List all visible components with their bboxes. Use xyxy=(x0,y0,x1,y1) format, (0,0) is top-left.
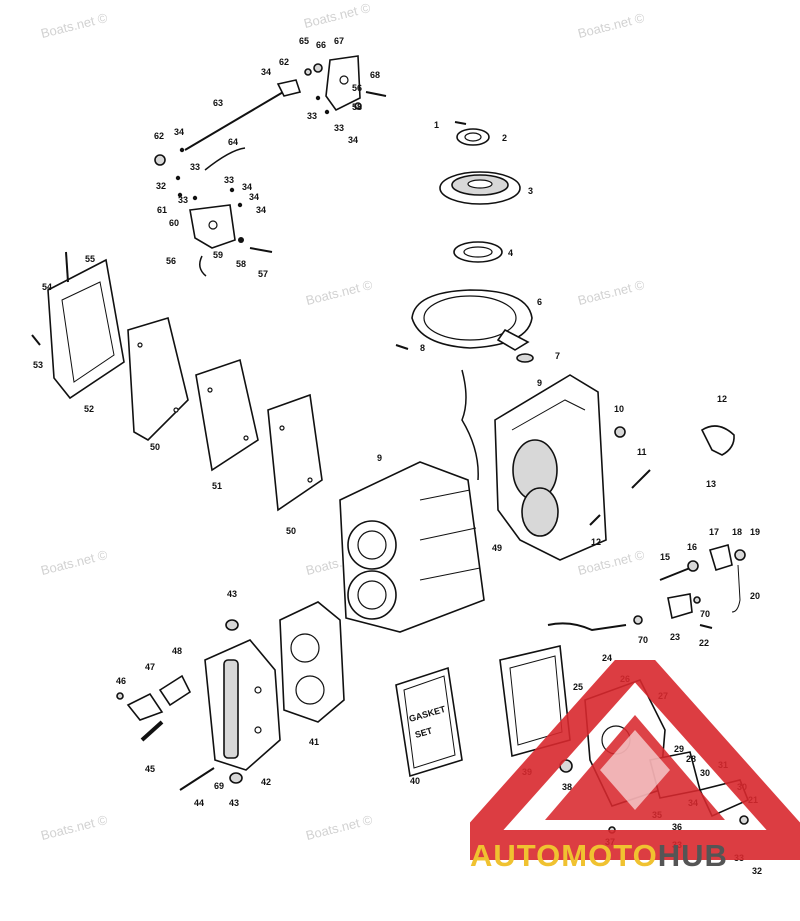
label-33: 33 xyxy=(178,195,188,205)
label-12: 12 xyxy=(591,537,601,547)
label-50: 50 xyxy=(286,526,296,536)
label-32: 32 xyxy=(752,866,762,876)
label-6: 6 xyxy=(537,297,542,307)
part-labels: 65 66 67 62 34 68 56 58 63 33 33 34 1 2 … xyxy=(33,36,762,876)
label-52: 52 xyxy=(84,404,94,414)
label-53: 53 xyxy=(33,360,43,370)
label-34: 34 xyxy=(249,192,259,202)
label-12: 12 xyxy=(717,394,727,404)
label-40: 40 xyxy=(410,776,420,786)
box-text-line2: SET xyxy=(414,725,434,740)
label-46: 46 xyxy=(116,676,126,686)
label-43: 43 xyxy=(229,798,239,808)
label-57: 57 xyxy=(258,269,268,279)
bearing-housing-stack xyxy=(395,121,534,363)
label-20: 20 xyxy=(750,591,760,601)
label-4: 4 xyxy=(508,248,513,258)
label-44: 44 xyxy=(194,798,204,808)
label-65: 65 xyxy=(299,36,309,46)
label-11: 11 xyxy=(637,447,647,457)
brand-wordmark: AUTOMOTOHUB xyxy=(470,838,728,874)
label-23: 23 xyxy=(670,632,680,642)
label-61: 61 xyxy=(157,205,167,215)
label-56: 56 xyxy=(352,83,362,93)
label-34: 34 xyxy=(261,67,271,77)
label-58: 58 xyxy=(352,102,362,112)
label-63: 63 xyxy=(213,98,223,108)
label-34: 34 xyxy=(348,135,358,145)
label-67: 67 xyxy=(334,36,344,46)
label-68: 68 xyxy=(370,70,380,80)
label-64: 64 xyxy=(228,137,238,147)
label-33: 33 xyxy=(190,162,200,172)
label-13: 13 xyxy=(706,479,716,489)
label-10: 10 xyxy=(614,404,624,414)
label-7: 7 xyxy=(555,351,560,361)
label-9: 9 xyxy=(377,453,382,463)
label-34: 34 xyxy=(242,182,252,192)
label-70: 70 xyxy=(700,609,710,619)
covers-and-gaskets xyxy=(31,251,323,512)
label-69: 69 xyxy=(214,781,224,791)
label-29: 29 xyxy=(674,744,684,754)
label-59: 59 xyxy=(213,250,223,260)
label-47: 47 xyxy=(145,662,155,672)
label-58: 58 xyxy=(236,259,246,269)
label-38: 38 xyxy=(562,782,572,792)
label-30: 30 xyxy=(700,768,710,778)
label-15: 15 xyxy=(660,552,670,562)
gasket-set-box: GASKET SET xyxy=(395,666,463,778)
brand-part-hub: HUB xyxy=(657,838,728,873)
label-25: 25 xyxy=(573,682,583,692)
label-18: 18 xyxy=(732,527,742,537)
label-66: 66 xyxy=(316,40,326,50)
cylinder-head-group xyxy=(116,601,345,791)
label-55: 55 xyxy=(85,254,95,264)
automotohub-logo xyxy=(470,660,800,860)
label-33: 33 xyxy=(334,123,344,133)
label-70: 70 xyxy=(638,635,648,645)
label-45: 45 xyxy=(145,764,155,774)
label-36: 36 xyxy=(672,822,682,832)
label-28: 28 xyxy=(686,754,696,764)
label-19: 19 xyxy=(750,527,760,537)
label-32: 32 xyxy=(156,181,166,191)
crankcase-and-cylinder-block xyxy=(339,369,735,633)
label-34: 34 xyxy=(256,205,266,215)
label-9: 9 xyxy=(537,378,542,388)
throttle-linkage xyxy=(154,55,387,277)
brand-part-automoto: AUTOMOTO xyxy=(470,838,658,873)
label-62: 62 xyxy=(279,57,289,67)
label-62: 62 xyxy=(154,131,164,141)
label-24: 24 xyxy=(602,653,612,663)
label-60: 60 xyxy=(169,218,179,228)
label-49: 49 xyxy=(492,543,502,553)
label-43: 43 xyxy=(227,589,237,599)
label-50: 50 xyxy=(150,442,160,452)
label-22: 22 xyxy=(699,638,709,648)
label-33: 33 xyxy=(307,111,317,121)
label-41: 41 xyxy=(309,737,319,747)
label-8: 8 xyxy=(420,343,425,353)
label-1: 1 xyxy=(434,120,439,130)
right-side-hardware xyxy=(547,543,746,632)
label-2: 2 xyxy=(502,133,507,143)
label-51: 51 xyxy=(212,481,222,491)
label-34: 34 xyxy=(174,127,184,137)
label-3: 3 xyxy=(528,186,533,196)
label-17: 17 xyxy=(709,527,719,537)
label-48: 48 xyxy=(172,646,182,656)
label-54: 54 xyxy=(42,282,52,292)
label-33: 33 xyxy=(224,175,234,185)
label-56: 56 xyxy=(166,256,176,266)
label-16: 16 xyxy=(687,542,697,552)
label-42: 42 xyxy=(261,777,271,787)
